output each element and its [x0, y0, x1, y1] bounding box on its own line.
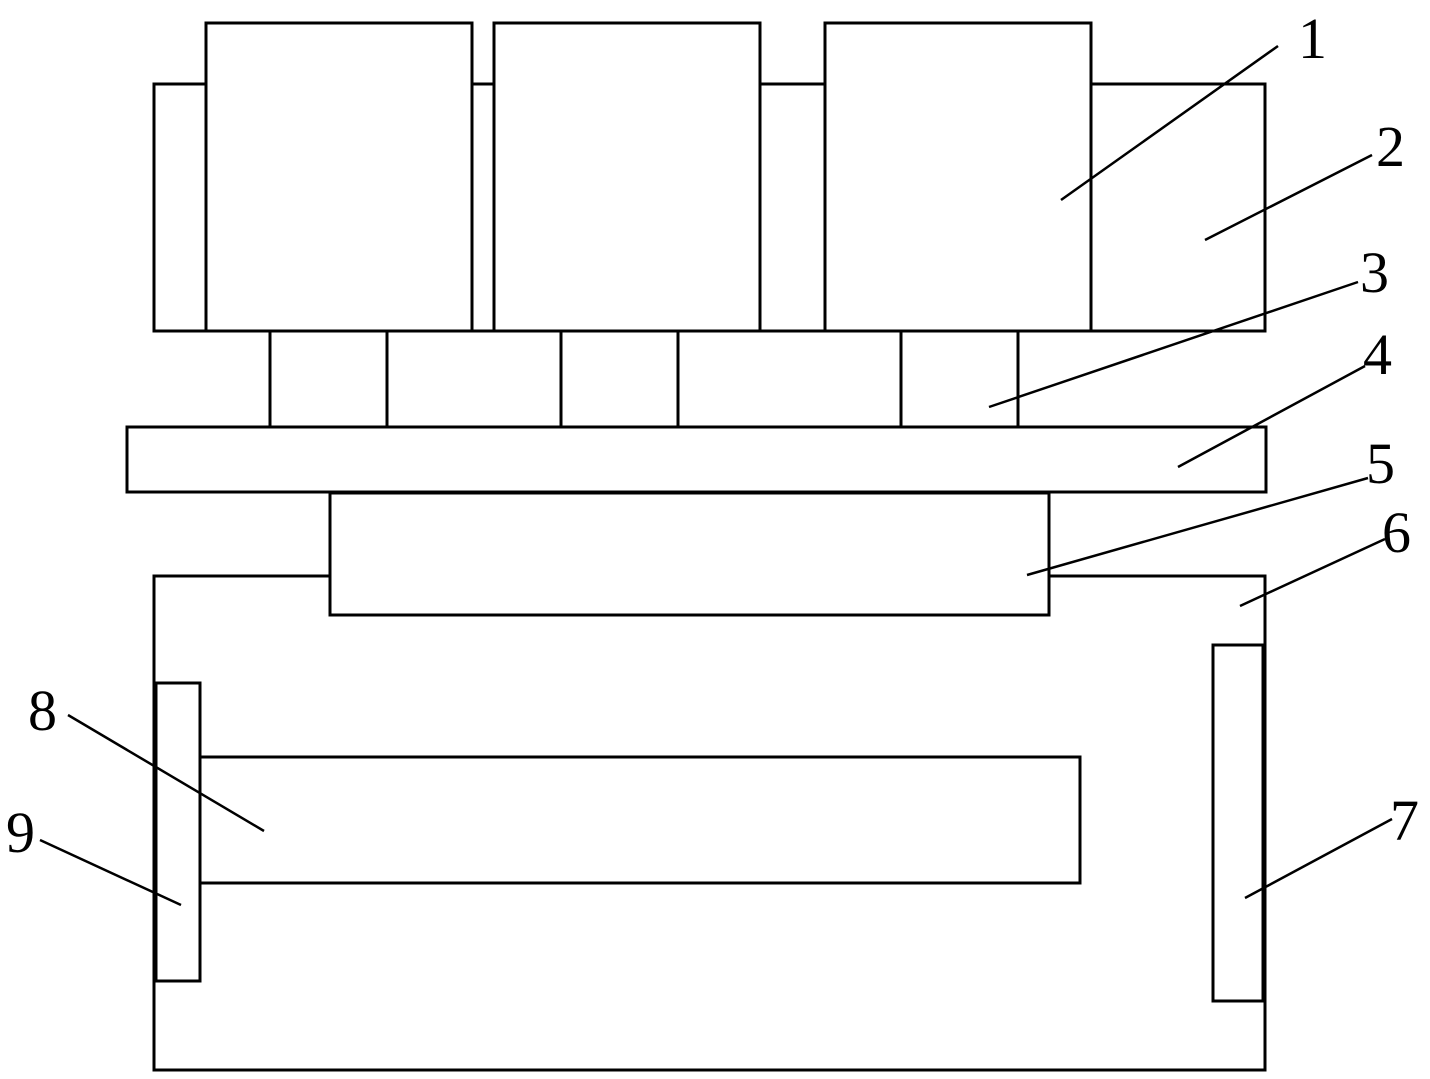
support-post-3 [899, 329, 1020, 429]
leader-line-3 [988, 280, 1359, 409]
leader-line-8 [67, 713, 265, 833]
support-post-1 [268, 329, 389, 429]
callout-label-7: 7 [1390, 788, 1419, 853]
top-module-right [823, 21, 1093, 333]
leader-line-5 [1026, 476, 1369, 577]
callout-label-8: 8 [28, 678, 57, 743]
right-strip [1211, 643, 1265, 1003]
top-module-left [204, 21, 474, 333]
leader-line-9 [39, 838, 182, 907]
callout-label-9: 9 [6, 800, 35, 865]
leader-line-1 [1060, 44, 1279, 202]
connector-block [328, 491, 1051, 617]
leader-line-6 [1239, 537, 1386, 608]
callout-label-2: 2 [1376, 114, 1405, 179]
support-post-2 [559, 329, 680, 429]
callout-label-1: 1 [1298, 6, 1327, 71]
horizontal-bar [198, 755, 1082, 885]
leader-line-2 [1204, 153, 1373, 242]
callout-label-3: 3 [1360, 240, 1389, 305]
horizontal-plate [125, 425, 1268, 494]
top-module-middle [492, 21, 762, 333]
callout-label-5: 5 [1366, 431, 1395, 496]
callout-label-6: 6 [1382, 500, 1411, 565]
left-bracket [154, 681, 202, 983]
callout-label-4: 4 [1363, 322, 1392, 387]
leader-line-4 [1177, 364, 1366, 469]
leader-line-7 [1244, 817, 1393, 900]
